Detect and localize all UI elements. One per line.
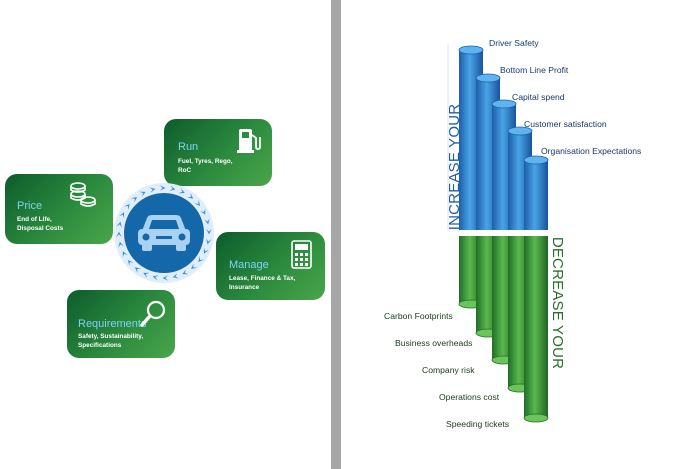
requirements-desc-line-1: Safety, Sustainability, <box>78 333 144 340</box>
ring-chevron <box>187 193 194 199</box>
manage-card: Manage Lease, Finance & Tax, Insurance <box>216 232 325 300</box>
ring-chevron <box>124 203 130 210</box>
run-title: Run <box>178 141 199 153</box>
run-card: Run Fuel, Tyres, Rego, RoC <box>164 119 272 186</box>
increase-item-4: Customer satisfaction <box>524 119 607 129</box>
decrease-item-4: Operations cost <box>439 392 500 402</box>
coins-icon <box>70 182 96 207</box>
increase-item-5: Organisation Expectations <box>541 146 642 156</box>
price-card: Price End of Life, Disposal Costs <box>5 174 113 244</box>
decrease-item-2: Business overheads <box>395 338 473 348</box>
decrease-heading: DECREASE YOUR <box>549 236 566 370</box>
ring-chevron <box>203 247 209 254</box>
decrease-item-1: Carbon Footprints <box>384 311 453 321</box>
calculator-icon <box>291 240 312 269</box>
increase-bar-5 <box>523 155 549 230</box>
run-desc-line-2: RoC <box>178 167 192 174</box>
fuel-pump-icon <box>237 129 261 153</box>
ring-chevron <box>119 212 125 219</box>
ring-chevron <box>152 275 159 281</box>
ring-chevron <box>204 218 210 225</box>
ring-chevron <box>143 272 150 278</box>
ring-chevron <box>200 208 206 215</box>
decrease-bars <box>458 236 549 423</box>
decrease-item-3: Company risk <box>422 365 475 375</box>
ring-chevron <box>190 263 198 270</box>
ring-chevron <box>194 199 201 207</box>
increase-item-2: Bottom Line Profit <box>500 65 569 75</box>
ring-chevron <box>122 251 128 258</box>
increase-bars <box>458 45 549 230</box>
manage-desc-line-2: Insurance <box>229 284 260 291</box>
decrease-item-5: Speeding tickets <box>446 419 510 429</box>
ring-chevron <box>127 259 134 267</box>
ring-chevron <box>206 238 212 245</box>
ring-chevron <box>172 273 179 279</box>
requirements-card: Requirements Safety, Sustainability, Spe… <box>67 290 175 358</box>
price-desc-line-1: End of Life, <box>17 216 52 223</box>
car-icon <box>138 215 190 251</box>
increase-item-1: Driver Safety <box>489 38 539 48</box>
ring-chevron <box>134 267 141 273</box>
decrease-bar-5 <box>523 236 549 423</box>
ring-chevron <box>118 241 124 248</box>
ring-chevron <box>198 256 204 263</box>
run-desc-line-1: Fuel, Tyres, Rego, <box>178 158 233 165</box>
ring-chevron <box>178 188 185 194</box>
increase-heading: INCREASE YOUR <box>446 103 463 231</box>
requirements-title: Requirements <box>78 318 147 330</box>
magnifier-icon <box>140 300 166 327</box>
hub <box>114 183 214 283</box>
manage-desc-line-1: Lease, Finance & Tax, <box>229 275 296 282</box>
panel-divider <box>331 0 341 469</box>
ring-chevron <box>130 196 138 203</box>
ring-chevron <box>162 275 169 281</box>
price-desc-line-2: Disposal Costs <box>17 225 64 232</box>
ring-chevron <box>182 269 189 275</box>
requirements-desc-line-2: Specifications <box>78 342 122 349</box>
increase-item-3: Capital spend <box>512 92 565 102</box>
manage-title: Manage <box>229 259 269 271</box>
ring-chevron <box>116 221 122 228</box>
ring-chevron <box>139 191 146 197</box>
ring-chevron <box>169 185 176 191</box>
price-title: Price <box>17 200 43 212</box>
ring-chevron <box>149 187 156 193</box>
